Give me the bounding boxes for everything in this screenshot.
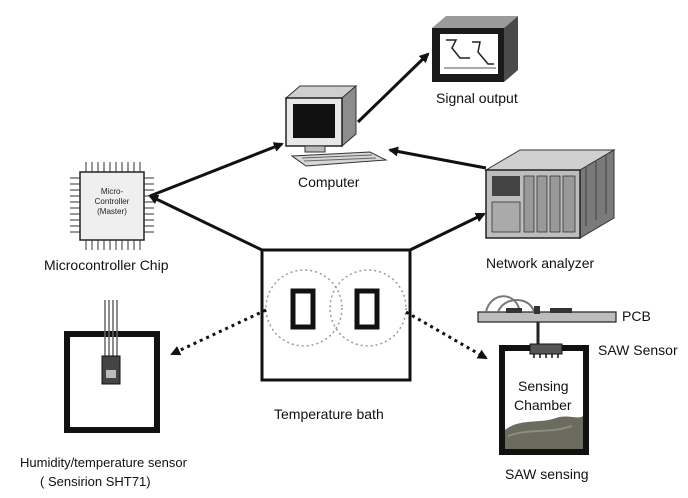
label-temperature-bath: Temperature bath (274, 406, 384, 422)
bath-slot-right (354, 288, 380, 330)
chip-text-line1: Micro- (101, 187, 124, 196)
label-sensing-chamber-2: Chamber (514, 397, 572, 413)
network-analyzer-icon (484, 149, 616, 239)
label-pcb: PCB (622, 308, 651, 324)
temperature-bath (260, 248, 412, 382)
label-network-analyzer: Network analyzer (486, 255, 595, 271)
label-sensing-chamber-1: Sensing (518, 378, 569, 394)
arrow-bath-to-chip (148, 194, 263, 252)
humidity-sensor-box (64, 300, 160, 433)
label-signal-output: Signal output (436, 90, 518, 106)
chip-text-line3: (Master) (97, 207, 127, 216)
dotted-arrow-to-saw-chamber (405, 310, 488, 360)
bath-slot-left (290, 288, 316, 330)
connection-arrows (148, 52, 487, 252)
arrow-computer-to-signal (356, 52, 430, 124)
label-computer: Computer (298, 174, 360, 190)
saw-sensor-chip (529, 343, 563, 358)
microcontroller-chip-icon: Micro- Controller (Master) (70, 162, 154, 250)
arrow-bath-to-analyzer (409, 212, 486, 252)
label-humidity-sensor: Humidity/temperature sensor (20, 455, 187, 470)
label-microcontroller-chip: Microcontroller Chip (44, 257, 169, 273)
dotted-arrows (170, 308, 488, 360)
label-humidity-sensor-model: ( Sensirion SHT71) (40, 474, 151, 489)
humidity-sensor-icon (101, 300, 121, 385)
label-saw-sensor: SAW Sensor (598, 342, 678, 358)
label-saw-sensing: SAW sensing (505, 466, 589, 482)
chip-text-line2: Controller (95, 197, 130, 206)
signal-output-icon (432, 16, 518, 82)
pcb-board-icon (477, 295, 617, 346)
dotted-arrow-to-humidity (170, 308, 267, 356)
arrow-analyzer-to-computer (388, 146, 487, 170)
arrow-chip-to-computer (149, 142, 284, 198)
computer-icon (284, 84, 388, 167)
